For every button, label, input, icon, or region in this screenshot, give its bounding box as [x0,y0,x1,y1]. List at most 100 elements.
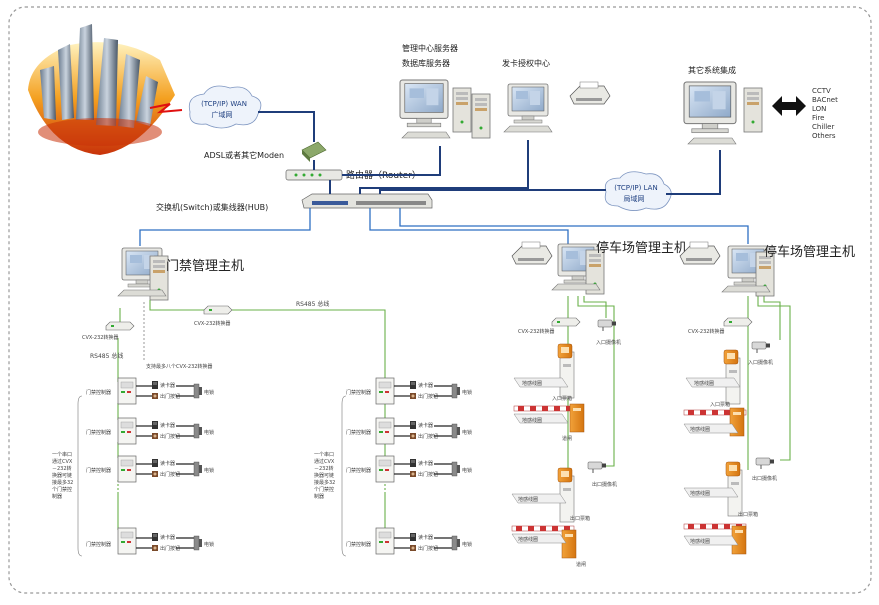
lan-links [139,208,749,246]
svg-text:个门禁控: 个门禁控 [314,486,334,493]
svg-text:门禁控制器: 门禁控制器 [346,541,371,548]
svg-text:出门按钮: 出门按钮 [160,393,180,400]
svg-text:出口摄像机: 出口摄像机 [752,475,777,482]
svg-text:制器: 制器 [314,493,324,500]
svg-text:地感线圈: 地感线圈 [518,536,538,543]
access-controllers-left: 门禁控制器 读卡器 出门按钮 电锁 门禁控制器 读卡器 出门按钮 电锁 门禁控制… [86,377,214,555]
svg-text:读卡器: 读卡器 [418,382,433,389]
svg-text:地感线圈: 地感线圈 [694,380,714,387]
controller-unit: 门禁控制器 读卡器 出门按钮 电锁 [86,527,214,555]
wan-cloud-line1: (TCP/IP) WAN [201,100,247,108]
svg-text:读卡器: 读卡器 [160,382,175,389]
svg-text:CVX-232转换器: CVX-232转换器 [518,328,554,335]
rs485-top-label: RS485 总线 [296,300,329,308]
protocol-lon: LON [812,105,826,113]
svg-text:读卡器: 读卡器 [418,534,433,541]
svg-text:一个串口: 一个串口 [52,452,72,458]
server-label-line1: 管理中心服务器 [402,43,458,53]
svg-text:出门按钮: 出门按钮 [418,433,438,440]
network-switch [301,193,433,209]
svg-text:电锁: 电锁 [462,429,472,436]
controller-unit: 门禁控制器 读卡器 出门按钮 电锁 [346,527,472,555]
svg-text:－232转: －232转 [314,465,334,472]
svg-text:出门按钮: 出门按钮 [160,471,180,478]
svg-text:电锁: 电锁 [204,541,214,548]
svg-text:出口票箱: 出口票箱 [738,511,758,518]
cvx-left-label: CVX-232转换器 [82,334,118,341]
protocol-cctv: CCTV [812,87,831,95]
protocol-bacnet: BACnet [812,96,838,104]
access-controllers-mid: 门禁控制器 读卡器 出门按钮 电锁 门禁控制器 读卡器 出门按钮 电锁 门禁控制… [346,377,472,555]
svg-text:地感线圈: 地感线圈 [522,417,542,424]
parking-lane-2: CVX-232转换器 入口摄像机 入口票箱 地感线圈 地感线圈 出口摄像机 出口… [683,317,777,555]
support-note: 支持最多八个CVX-232转换器 [146,363,212,370]
svg-text:换器可链: 换器可链 [52,472,72,479]
svg-text:地感线圈: 地感线圈 [522,380,542,387]
svg-text:地感线圈: 地感线圈 [690,490,710,497]
city-skyline-illustration [28,24,183,156]
svg-text:门禁控制器: 门禁控制器 [346,389,371,396]
integration-label: 其它系统集成 [688,65,736,75]
access-host-label: 门禁管理主机 [166,259,244,274]
controller-unit: 门禁控制器 读卡器 出门按钮 电锁 [86,417,214,445]
cvx-converter-mid [203,305,233,315]
integration-arrow [772,96,806,116]
svg-text:出门按钮: 出门按钮 [160,433,180,440]
svg-text:电锁: 电锁 [462,541,472,548]
diagram-border [8,6,872,594]
svg-text:地感线圈: 地感线圈 [690,426,710,433]
server-label-line2: 数据库服务器 [402,58,450,68]
adsl-modem [301,141,327,162]
svg-text:接最多32: 接最多32 [52,479,73,486]
svg-text:入口摄像机: 入口摄像机 [596,339,621,346]
svg-text:电锁: 电锁 [462,467,472,474]
rs485-left-label: RS485 总线 [90,352,123,360]
server-workstation [399,79,491,139]
controller-unit: 门禁控制器 读卡器 出门按钮 电锁 [86,377,214,405]
svg-text:道闸: 道闸 [576,561,586,568]
svg-text:读卡器: 读卡器 [160,422,175,429]
svg-text:电锁: 电锁 [204,389,214,396]
parking-host-2-label: 停车场管理主机 [764,244,855,260]
svg-text:通过CVX: 通过CVX [314,458,335,465]
parking-host-2-workstation [679,241,775,297]
switch-label: 交换机(Switch)或集线器(HUB) [156,202,268,212]
svg-text:－232转: －232转 [52,465,72,472]
wan-cloud-line2: 广域网 [212,110,233,119]
access-host-workstation [117,247,169,301]
svg-text:门禁控制器: 门禁控制器 [86,541,111,548]
integration-workstation [683,81,763,145]
note-mid: 一个串口 通过CVX －232转 换器可链 接最多32 个门禁控 制器 [314,395,347,557]
cvx-mid-label: CVX-232转换器 [194,320,230,327]
svg-text:换器可链: 换器可链 [314,472,334,479]
wan-cloud: (TCP/IP) WAN 广域网 [188,85,262,129]
svg-text:接最多32: 接最多32 [314,479,335,486]
svg-text:出门按钮: 出门按钮 [418,393,438,400]
router [285,169,343,181]
svg-text:门禁控制器: 门禁控制器 [346,467,371,474]
svg-text:门禁控制器: 门禁控制器 [346,429,371,436]
controller-unit: 门禁控制器 读卡器 出门按钮 电锁 [346,417,472,445]
svg-text:读卡器: 读卡器 [418,422,433,429]
svg-text:通过CVX: 通过CVX [52,458,73,465]
svg-text:门禁控制器: 门禁控制器 [86,429,111,436]
lan-cloud-line2: 局域网 [624,194,645,203]
svg-text:读卡器: 读卡器 [418,460,433,467]
protocol-chiller: Chiller [812,123,834,131]
parking-host-1-label: 停车场管理主机 [596,240,687,256]
card-center-workstation [503,81,611,133]
svg-text:入口摄像机: 入口摄像机 [748,359,773,366]
svg-text:出口摄像机: 出口摄像机 [592,481,617,488]
controller-unit: 门禁控制器 读卡器 出门按钮 电锁 [346,455,472,483]
controller-unit: 门禁控制器 读卡器 出门按钮 电锁 [86,455,214,483]
svg-text:出门按钮: 出门按钮 [418,545,438,552]
svg-text:电锁: 电锁 [462,389,472,396]
rs485-wiring [117,296,791,530]
card-center-label: 发卡授权中心 [502,58,550,68]
svg-text:入口票箱: 入口票箱 [710,401,730,408]
controller-unit: 门禁控制器 读卡器 出门按钮 电锁 [346,377,472,405]
svg-text:个门禁控: 个门禁控 [52,486,72,493]
svg-text:门禁控制器: 门禁控制器 [86,467,111,474]
